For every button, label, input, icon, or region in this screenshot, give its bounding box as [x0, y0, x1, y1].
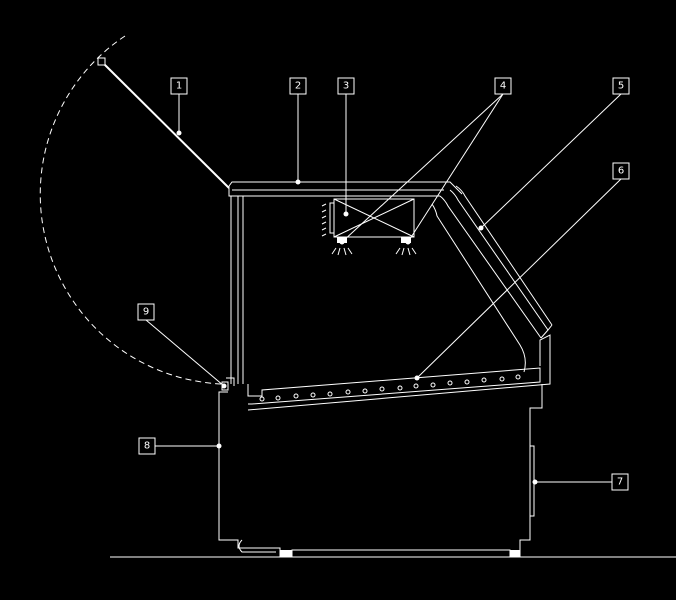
rear-post — [230, 196, 244, 384]
callout-4: 4 — [494, 77, 512, 95]
svg-text:4: 4 — [500, 81, 506, 92]
glass-top-edge — [540, 324, 553, 339]
svg-text:6: 6 — [618, 166, 624, 177]
callout-6: 6 — [612, 162, 630, 180]
callout-7: 7 — [611, 473, 629, 491]
svg-text:3: 3 — [343, 81, 349, 92]
display-tray — [247, 367, 541, 405]
svg-text:1: 1 — [176, 81, 182, 92]
svg-text:5: 5 — [618, 81, 624, 92]
open-lid — [101, 61, 230, 189]
tray-heating-elements — [259, 374, 521, 402]
svg-text:8: 8 — [144, 441, 150, 452]
front-glass-mid — [449, 189, 549, 331]
callout-1: 1 — [170, 77, 188, 95]
lid-swing-arc — [39, 35, 223, 385]
svg-text:9: 9 — [143, 307, 149, 318]
foot-left — [280, 550, 292, 557]
light-left-rays — [331, 247, 353, 256]
base-cabinet — [218, 384, 543, 558]
front-glass-inner — [439, 195, 542, 339]
leader-lines — [145, 93, 622, 485]
front-rail — [247, 334, 551, 411]
base-foot-curve — [238, 539, 276, 553]
light-right-rays — [395, 247, 417, 256]
lid-handle — [97, 57, 106, 66]
callout-5: 5 — [612, 77, 630, 95]
callout-2: 2 — [289, 77, 307, 95]
front-glass-outer — [455, 185, 553, 326]
callout-9: 9 — [137, 303, 155, 321]
callout-3: 3 — [337, 77, 355, 95]
cooling-unit-fin — [329, 202, 335, 234]
foot-right — [510, 550, 520, 557]
cooling-unit-hatch — [321, 203, 327, 237]
cooling-unit-cross-b — [333, 198, 415, 238]
inner-liner — [431, 203, 526, 373]
light-right — [401, 237, 411, 243]
svg-text:2: 2 — [295, 81, 301, 92]
svg-text:7: 7 — [617, 477, 623, 488]
callout-8: 8 — [138, 437, 156, 455]
top-canopy — [228, 181, 463, 197]
